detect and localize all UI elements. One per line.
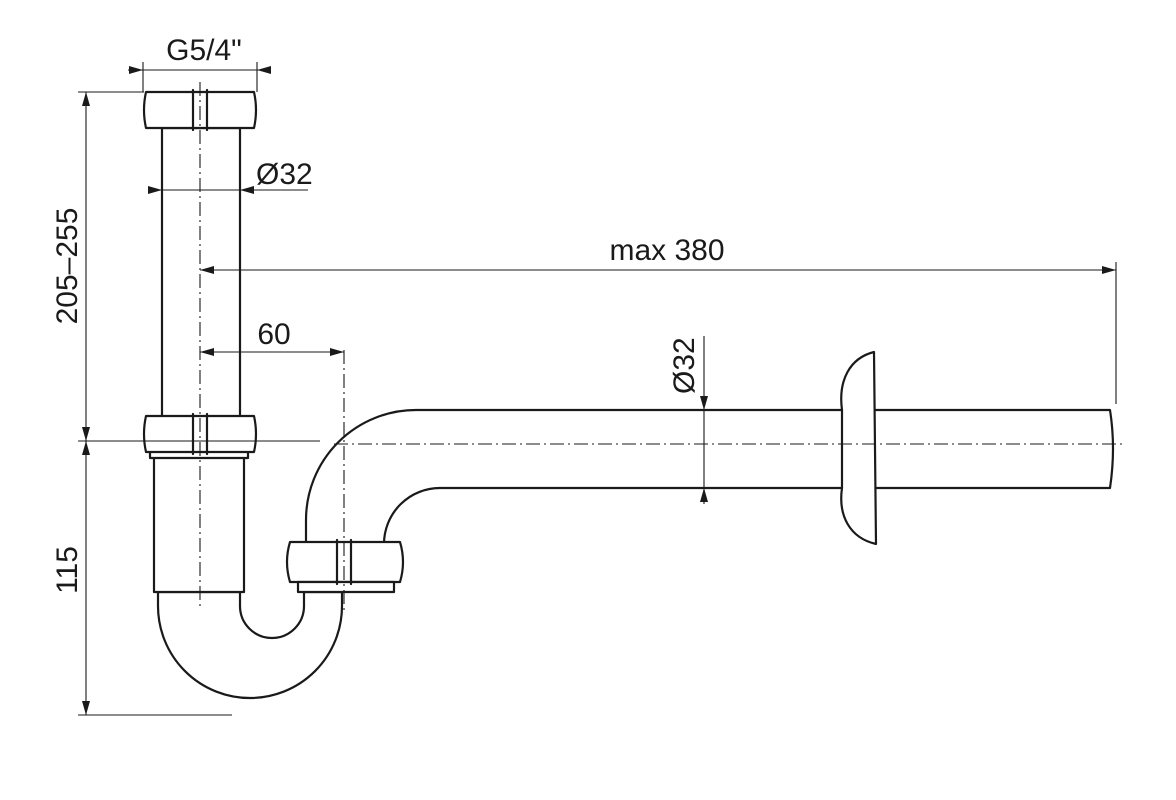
offset-label: 60 <box>257 318 290 351</box>
offset-dimension: 60 <box>200 318 344 356</box>
horizontal-diameter-label: Ø32 <box>668 337 701 394</box>
height-adjustable-label: 205–255 <box>51 208 84 325</box>
vertical-diameter-label: Ø32 <box>256 158 313 191</box>
height-bottom-label: 115 <box>51 546 84 594</box>
vertical-tube <box>160 126 242 420</box>
thread-dimension: G5/4" <box>128 34 271 92</box>
length-label: max 380 <box>609 234 724 267</box>
vertical-diameter-dimension: Ø32 <box>148 158 313 194</box>
u-bend <box>156 590 344 700</box>
axis-lines <box>199 82 1126 614</box>
height-bottom-dimension: 115 <box>51 441 232 716</box>
lower-sleeve <box>148 444 250 594</box>
wall-rosette <box>840 350 878 546</box>
side-nut <box>285 538 405 594</box>
height-adjustable-dimension: 205–255 <box>51 91 320 442</box>
horizontal-diameter-dimension: Ø32 <box>668 336 708 504</box>
middle-nut <box>142 412 258 456</box>
thread-label: G5/4" <box>166 34 242 67</box>
horizontal-pipe <box>304 408 1115 562</box>
length-dimension: max 380 <box>200 234 1117 404</box>
